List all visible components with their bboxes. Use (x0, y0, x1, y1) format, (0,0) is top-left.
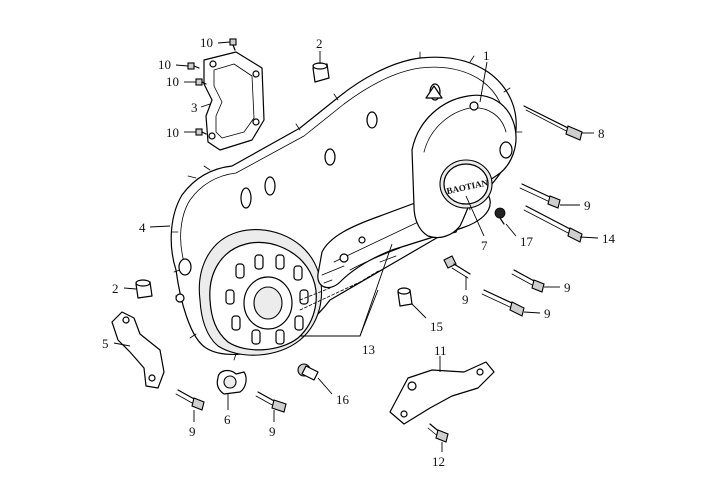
screw-17-part (494, 207, 506, 225)
callout-2-top: 2 (316, 36, 323, 51)
leader-lines (113, 41, 599, 452)
callout-10a: 10 (200, 35, 213, 50)
callout-11: 11 (434, 343, 447, 358)
screw-10a (229, 38, 237, 51)
callout-13: 13 (362, 342, 375, 357)
bolt-9-right-upper (519, 183, 561, 209)
callout-9-bottom-left: 9 (189, 424, 196, 439)
bushing-2-top (312, 62, 330, 83)
bracket-5-part (111, 311, 165, 389)
bolt-12-part (427, 423, 449, 443)
callout-2-left: 2 (112, 281, 119, 296)
clip-6-part (216, 369, 247, 395)
callout-7: 7 (481, 238, 488, 253)
callout-9-right-upper: 9 (584, 198, 591, 213)
bolt-16-part (297, 363, 319, 381)
callout-16: 16 (336, 392, 350, 407)
bolt-9-right-middle (511, 269, 545, 293)
upper-right-cover-part: BAOTIAN (411, 85, 517, 239)
bolt-9-right-lower (481, 289, 525, 317)
bolt-9-bottom-middle (255, 391, 287, 413)
callout-9-right-middle: 9 (564, 280, 571, 295)
screw-10d (195, 128, 207, 136)
bolt-14-part (523, 205, 583, 243)
callout-8: 8 (598, 126, 605, 141)
bushing-2-left (135, 279, 153, 299)
callout-15: 15 (430, 319, 443, 334)
plate-11-part (389, 361, 495, 425)
callout-14: 14 (602, 231, 616, 246)
callout-4: 4 (139, 220, 146, 235)
callout-10c: 10 (166, 74, 179, 89)
clutch-cover-part (198, 229, 323, 356)
callout-10b: 10 (158, 57, 171, 72)
screw-10b (187, 62, 200, 70)
gasket-plate-part (203, 51, 265, 151)
callout-9-center: 9 (462, 292, 469, 307)
callout-9-bottom-middle: 9 (269, 424, 276, 439)
callout-3: 3 (191, 100, 198, 115)
callout-6: 6 (224, 412, 231, 427)
vent-slots (225, 254, 309, 345)
pin-15-part (397, 287, 413, 307)
callout-12: 12 (432, 454, 445, 469)
callout-1: 1 (483, 48, 490, 63)
callout-10d: 10 (166, 125, 179, 140)
callout-5: 5 (102, 336, 109, 351)
callout-labels: 10 10 10 10 3 2 1 4 2 5 6 7 8 9 9 9 9 9 … (102, 35, 616, 469)
callout-9-right-lower: 9 (544, 306, 551, 321)
bolt-8-part (523, 105, 583, 141)
bolt-9-bottom-left (175, 389, 205, 411)
bolt-9-center (443, 255, 471, 279)
callout-17: 17 (520, 234, 534, 249)
